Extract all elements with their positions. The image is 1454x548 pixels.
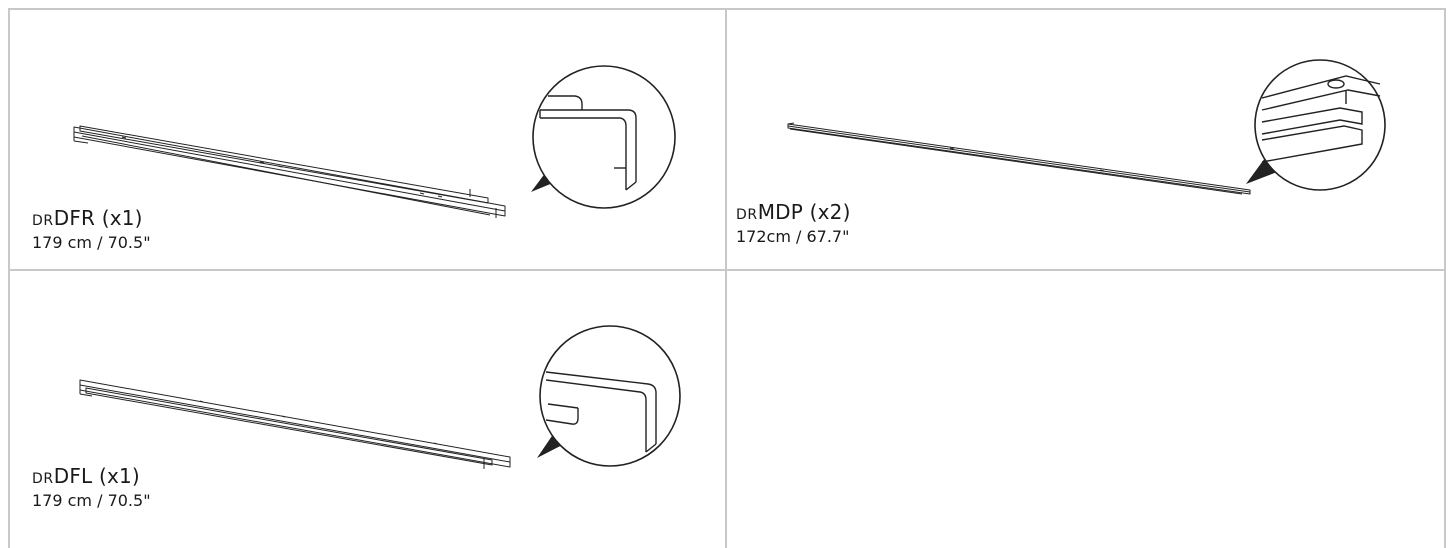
profile-rail-detail-icon (531, 65, 676, 209)
part-size: 179 cm / 70.5" (32, 233, 151, 252)
parts-grid (8, 8, 1446, 548)
rail-drawing (79, 379, 511, 469)
rail-drawing (73, 125, 506, 218)
grid-divider-horizontal (8, 269, 1446, 271)
part-size: 179 cm / 70.5" (32, 491, 151, 510)
rail-drawing (787, 122, 1251, 195)
part-size: 172cm / 67.7" (736, 227, 850, 246)
part-code: DRDFL (x1) (32, 464, 140, 488)
profile-rail-hole-detail-icon (1246, 59, 1386, 191)
parts-sheet: DRDFR (x1) 179 cm / 70.5" DRMDP (x2) 172… (8, 8, 1446, 548)
part-code: DRMDP (x2) (736, 200, 851, 224)
profile-rail-detail-icon (537, 325, 681, 467)
part-code: DRDFR (x1) (32, 206, 143, 230)
grid-divider-vertical (725, 8, 727, 548)
